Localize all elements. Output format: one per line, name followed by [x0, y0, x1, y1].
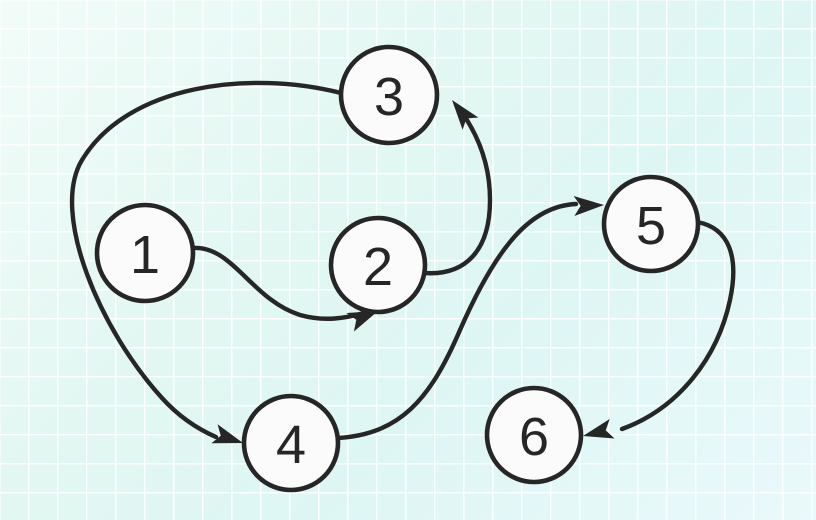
node-label: 4 — [276, 415, 306, 475]
arrow-head-icon — [452, 100, 479, 130]
edge-path — [335, 201, 579, 441]
node-4[interactable]: 4 — [241, 393, 341, 493]
edge-5-to-6[interactable] — [581, 219, 736, 446]
edge-1-to-2[interactable] — [190, 245, 382, 332]
arrow-head-icon — [583, 419, 615, 439]
edge-path — [619, 219, 736, 432]
node-label: 3 — [374, 67, 404, 127]
edge-path — [190, 245, 367, 321]
nodes-layer: 1 2 3 4 5 6 — [94, 44, 701, 493]
node-circle — [94, 202, 196, 304]
node-1[interactable]: 1 — [94, 202, 196, 304]
node-circle — [338, 44, 440, 146]
node-label: 2 — [363, 237, 393, 297]
node-3[interactable]: 3 — [338, 44, 440, 146]
node-2[interactable]: 2 — [328, 215, 428, 315]
edge-path — [421, 111, 493, 276]
node-label: 6 — [519, 407, 549, 467]
arrow-head-icon — [573, 196, 604, 217]
node-circle — [484, 385, 584, 485]
node-circle — [328, 215, 428, 315]
node-6[interactable]: 6 — [484, 385, 584, 485]
node-5[interactable]: 5 — [601, 174, 701, 274]
edges-layer — [69, 80, 736, 453]
arrow-head-icon — [346, 311, 378, 332]
edge-2-to-3[interactable] — [421, 94, 493, 276]
node-circle — [241, 393, 341, 493]
node-label: 5 — [636, 196, 666, 256]
edge-4-to-5[interactable] — [335, 195, 604, 441]
edge-path — [69, 80, 344, 440]
node-circle — [601, 174, 701, 274]
edge-3-to-4[interactable] — [69, 80, 344, 453]
node-label: 1 — [130, 225, 160, 285]
arrow-head-icon — [211, 424, 243, 444]
